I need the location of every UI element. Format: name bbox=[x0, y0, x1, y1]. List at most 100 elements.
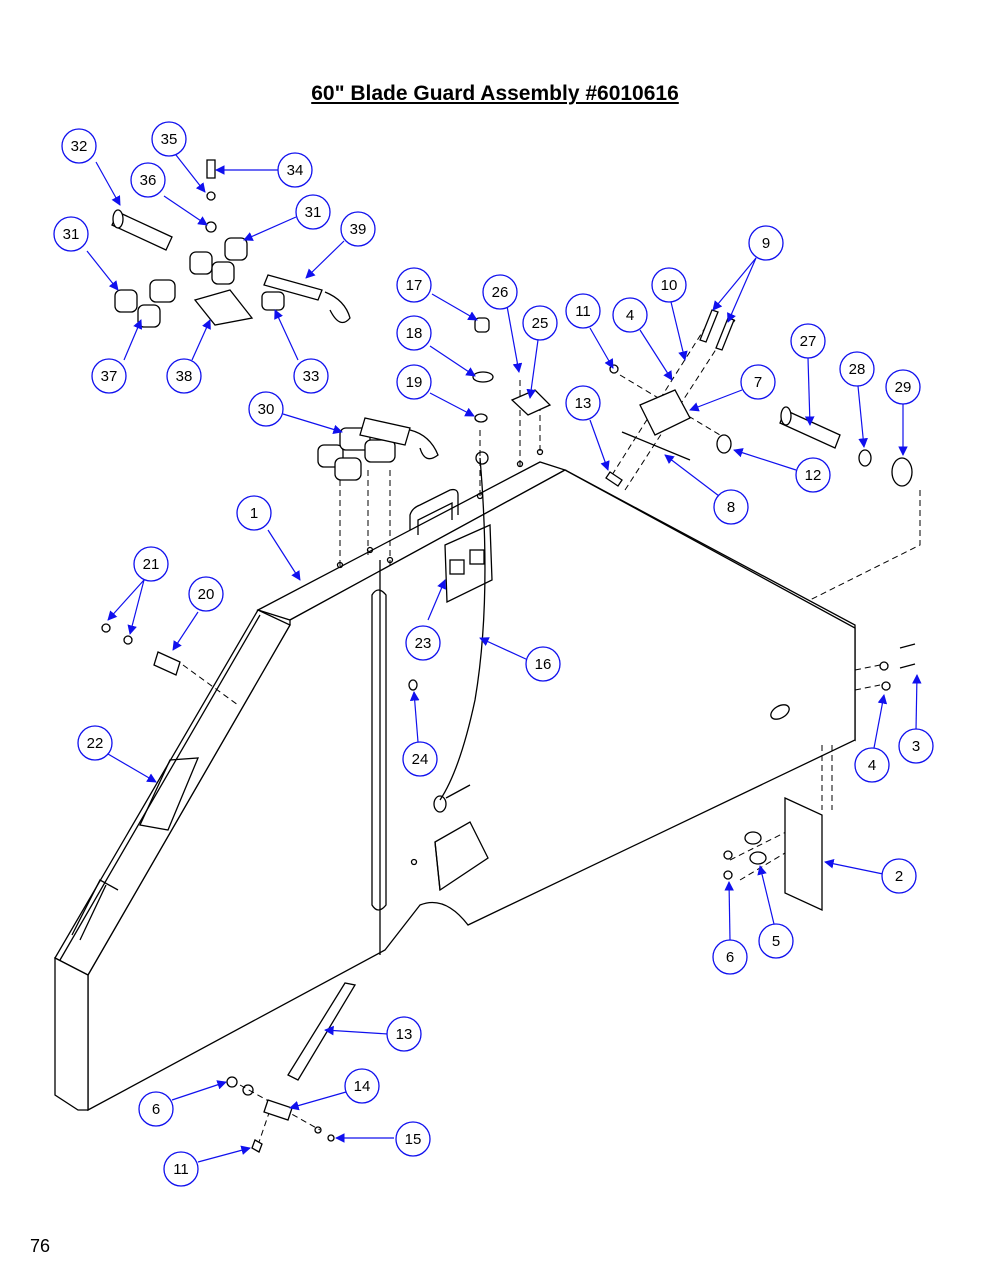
callout-20: 20 bbox=[188, 576, 224, 612]
rubber-strip-upper bbox=[605, 471, 623, 487]
callout-4: 4 bbox=[854, 747, 890, 783]
callout-19: 19 bbox=[396, 364, 432, 400]
callout-9: 9 bbox=[748, 225, 784, 261]
hinge-assembly-top-left bbox=[111, 159, 351, 328]
svg-text:8: 8 bbox=[727, 499, 735, 516]
svg-text:15: 15 bbox=[405, 1131, 422, 1148]
svg-text:27: 27 bbox=[800, 333, 817, 350]
svg-text:21: 21 bbox=[143, 556, 160, 573]
svg-text:6: 6 bbox=[152, 1101, 160, 1118]
svg-text:1: 1 bbox=[250, 505, 258, 522]
rubber-strip-lower bbox=[287, 982, 357, 1081]
svg-text:4: 4 bbox=[626, 307, 634, 324]
svg-text:32: 32 bbox=[71, 138, 88, 155]
callout-14: 14 bbox=[344, 1068, 380, 1104]
callout-30: 30 bbox=[248, 391, 284, 427]
svg-text:13: 13 bbox=[575, 395, 592, 412]
callout-8: 8 bbox=[713, 489, 749, 525]
svg-text:24: 24 bbox=[412, 751, 429, 768]
svg-text:31: 31 bbox=[305, 204, 322, 221]
svg-text:36: 36 bbox=[140, 172, 157, 189]
svg-text:9: 9 bbox=[762, 235, 770, 252]
svg-text:39: 39 bbox=[350, 221, 367, 238]
callout-15: 15 bbox=[395, 1121, 431, 1157]
callout-18: 18 bbox=[396, 315, 432, 351]
svg-text:34: 34 bbox=[287, 162, 304, 179]
callout-6: 6 bbox=[138, 1091, 174, 1127]
blade-guard-housing bbox=[54, 448, 856, 1112]
page-number: 76 bbox=[30, 1236, 51, 1256]
svg-text:16: 16 bbox=[535, 656, 552, 673]
callout-29: 29 bbox=[885, 369, 921, 405]
svg-text:29: 29 bbox=[895, 379, 912, 396]
callouts: 32 35 34 36 31 39 31 37 38 33 17 26 25 1… bbox=[53, 121, 934, 1187]
callout-22: 22 bbox=[77, 725, 113, 761]
svg-text:11: 11 bbox=[575, 303, 591, 320]
svg-text:31: 31 bbox=[63, 226, 80, 243]
callout-11: 11 bbox=[163, 1151, 199, 1187]
callout-21: 21 bbox=[133, 546, 169, 582]
callout-34: 34 bbox=[277, 152, 313, 188]
hinge-assembly-30 bbox=[317, 417, 439, 481]
callout-27: 27 bbox=[790, 323, 826, 359]
svg-text:10: 10 bbox=[661, 277, 678, 294]
callout-7: 7 bbox=[740, 364, 776, 400]
callout-6: 6 bbox=[712, 939, 748, 975]
callout-33: 33 bbox=[293, 358, 329, 394]
svg-text:33: 33 bbox=[303, 368, 320, 385]
svg-text:7: 7 bbox=[754, 374, 762, 391]
svg-text:5: 5 bbox=[772, 933, 780, 950]
callout-13: 13 bbox=[386, 1016, 422, 1052]
callout-32: 32 bbox=[61, 128, 97, 164]
svg-text:11: 11 bbox=[173, 1161, 189, 1178]
svg-text:18: 18 bbox=[406, 325, 423, 342]
svg-text:14: 14 bbox=[354, 1078, 371, 1095]
callout-31: 31 bbox=[295, 194, 331, 230]
svg-text:2: 2 bbox=[895, 868, 903, 885]
svg-text:12: 12 bbox=[805, 467, 822, 484]
cable bbox=[439, 457, 486, 801]
svg-text:38: 38 bbox=[176, 368, 193, 385]
callout-17: 17 bbox=[396, 267, 432, 303]
svg-text:37: 37 bbox=[101, 368, 118, 385]
svg-text:4: 4 bbox=[868, 757, 876, 774]
svg-text:6: 6 bbox=[726, 949, 734, 966]
callout-13: 13 bbox=[565, 385, 601, 421]
svg-text:23: 23 bbox=[415, 635, 432, 652]
callout-12: 12 bbox=[795, 457, 831, 493]
callout-5: 5 bbox=[758, 923, 794, 959]
diagram-title: 60" Blade Guard Assembly #6010616 bbox=[311, 82, 679, 105]
callout-11: 11 bbox=[565, 293, 601, 329]
callout-37: 37 bbox=[91, 358, 127, 394]
svg-text:30: 30 bbox=[258, 401, 275, 418]
callout-26: 26 bbox=[482, 274, 518, 310]
callout-39: 39 bbox=[340, 211, 376, 247]
callout-25: 25 bbox=[522, 305, 558, 341]
callout-23: 23 bbox=[405, 625, 441, 661]
callout-2: 2 bbox=[881, 858, 917, 894]
svg-text:28: 28 bbox=[849, 361, 866, 378]
callout-31: 31 bbox=[53, 216, 89, 252]
svg-text:17: 17 bbox=[406, 277, 423, 294]
callout-arrows bbox=[86, 154, 922, 1163]
svg-text:35: 35 bbox=[161, 131, 178, 148]
svg-text:26: 26 bbox=[492, 284, 509, 301]
callout-1: 1 bbox=[236, 495, 272, 531]
svg-text:25: 25 bbox=[532, 315, 549, 332]
callout-24: 24 bbox=[402, 741, 438, 777]
callout-35: 35 bbox=[151, 121, 187, 157]
callout-10: 10 bbox=[651, 267, 687, 303]
callout-38: 38 bbox=[166, 358, 202, 394]
callout-36: 36 bbox=[130, 162, 166, 198]
svg-text:22: 22 bbox=[87, 735, 104, 752]
svg-text:3: 3 bbox=[912, 738, 920, 755]
left-small-hardware bbox=[101, 623, 418, 1153]
svg-text:13: 13 bbox=[396, 1026, 413, 1043]
callout-28: 28 bbox=[839, 351, 875, 387]
callout-3: 3 bbox=[898, 728, 934, 764]
callout-4: 4 bbox=[612, 297, 648, 333]
svg-text:20: 20 bbox=[198, 586, 215, 603]
svg-text:19: 19 bbox=[406, 374, 423, 391]
right-side-hardware bbox=[472, 309, 916, 912]
